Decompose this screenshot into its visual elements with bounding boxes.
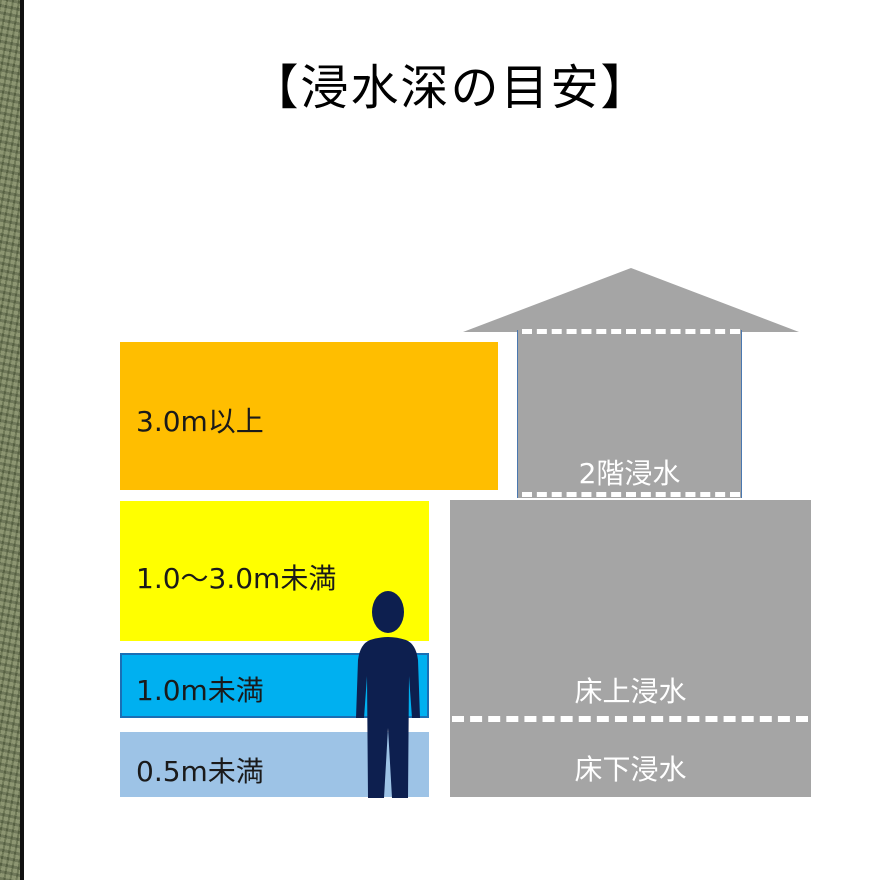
strip-border	[20, 0, 24, 880]
depth-band-label: 1.0〜3.0m未満	[136, 562, 337, 595]
map-photo-strip	[0, 0, 22, 880]
page-title: 【浸水深の目安】	[250, 60, 651, 116]
below-floor-flood-label: 床下浸水	[574, 753, 687, 786]
depth-band-1-to-3m: 1.0〜3.0m未満	[120, 501, 429, 641]
roof-line-dashed	[522, 329, 740, 334]
house-first-floor	[450, 500, 811, 797]
second-floor-line-dashed	[522, 492, 740, 497]
depth-band-label: 3.0m以上	[136, 405, 264, 438]
person-silhouette-icon	[356, 591, 420, 798]
depth-band-label: 0.5m未満	[136, 755, 264, 788]
second-floor-flood-label: 2階浸水	[578, 457, 681, 490]
depth-band-3m-plus: 3.0m以上	[120, 342, 498, 490]
first-floor-line-dashed	[452, 716, 808, 722]
house-second-floor	[517, 330, 742, 498]
above-floor-flood-label: 床上浸水	[574, 675, 687, 708]
house-roof	[463, 268, 799, 332]
depth-band-label: 1.0m未満	[136, 674, 264, 707]
